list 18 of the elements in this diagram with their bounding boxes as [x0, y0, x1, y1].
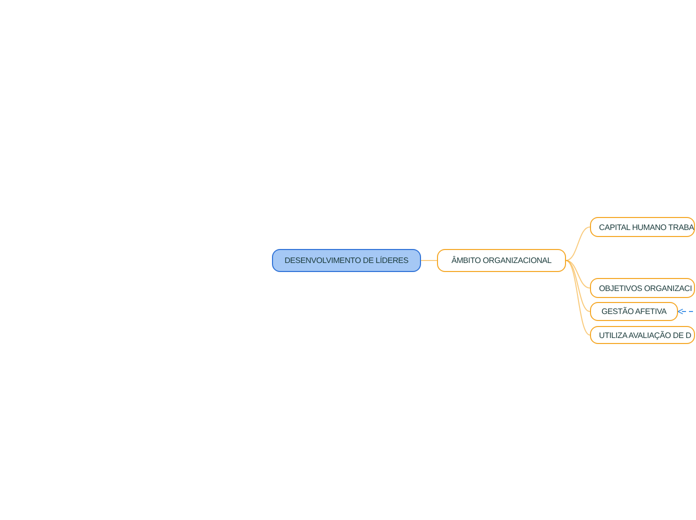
- arrow: [678, 308, 696, 314]
- topic-box: [590, 278, 695, 298]
- connector-line: [566, 260, 590, 312]
- connector-line: [566, 260, 590, 336]
- root-topic-box: [272, 249, 421, 272]
- topic-box: [590, 217, 695, 237]
- connector-line: [566, 226, 590, 261]
- topic-box: [437, 249, 566, 272]
- connector-line: [566, 260, 590, 288]
- topic-label: OBJETIVOS ORGANIZACI: [599, 284, 692, 292]
- topic-label: ÂMBITO ORGANIZACIONAL: [451, 256, 552, 265]
- topic-label: DESENVOLVIMENTO DE LÍDERES: [284, 256, 408, 265]
- topic-label: CAPITAL HUMANO TRABA: [599, 222, 694, 232]
- topic-box: [590, 326, 695, 344]
- topic-label: GESTÃO AFETIVA: [601, 307, 667, 316]
- topic-label: UTILIZA AVALIAÇÃO DE D: [599, 330, 692, 340]
- connector-line: [420, 260, 438, 261]
- topic-box: [590, 302, 678, 321]
